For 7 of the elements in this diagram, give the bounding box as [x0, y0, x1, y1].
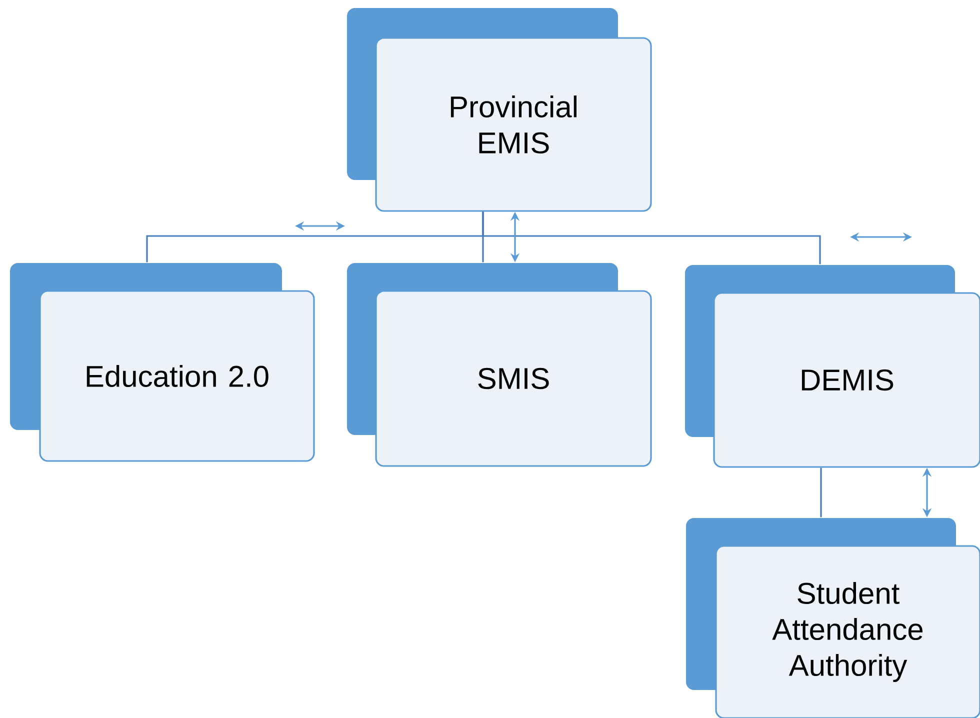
process-box: Education 2.0 [10, 263, 315, 462]
process-box: DEMIS [685, 265, 980, 468]
process-box: SMIS [347, 263, 652, 467]
connector-line [820, 468, 822, 518]
connector-line [482, 212, 821, 264]
process-box: Provincial EMIS [347, 8, 652, 212]
process-box: Student Attendance Authority [686, 518, 980, 718]
